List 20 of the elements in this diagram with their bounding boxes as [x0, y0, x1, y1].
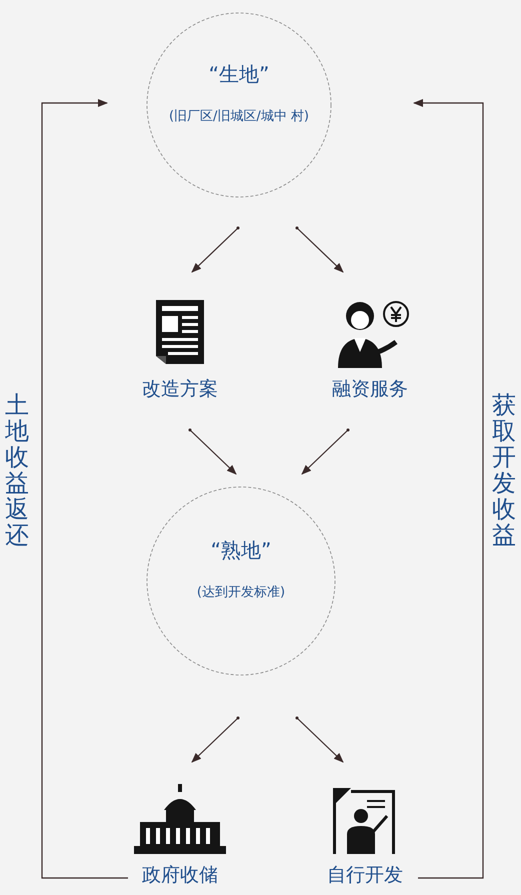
node-subtitle: (旧厂区/旧城区/城中 村): [168, 108, 310, 125]
node-title: “生地”: [208, 61, 270, 88]
node-subtitle: (达到开发标准): [196, 584, 286, 601]
node-title: “熟地”: [210, 537, 272, 564]
dashed-circle: [146, 486, 336, 676]
arrow: [296, 226, 344, 273]
arrow: [191, 226, 240, 273]
node-label: 融资服务: [331, 377, 409, 402]
node-label: 政府收储: [141, 863, 219, 888]
arrow: [188, 428, 237, 475]
arrow: [413, 99, 484, 879]
arrow: [296, 716, 344, 763]
node-label: 自行开发: [326, 863, 404, 888]
arrow: [191, 716, 240, 763]
edge-label: 土地收益返还: [4, 392, 30, 548]
dashed-circle: [146, 12, 332, 198]
arrow: [41, 99, 128, 879]
arrow: [301, 428, 350, 475]
node-label: 改造方案: [141, 377, 219, 402]
edge-label: 获取开发收益: [491, 392, 517, 548]
